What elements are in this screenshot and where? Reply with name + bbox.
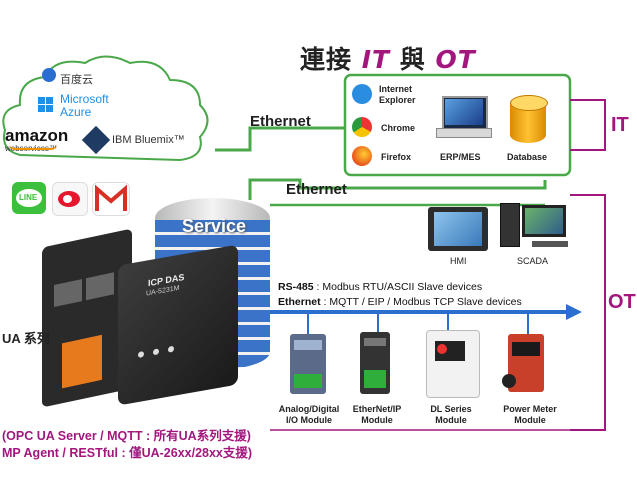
ie-icon bbox=[352, 84, 372, 104]
module-label-ethernet-ip: EtherNet/IP Module bbox=[346, 404, 408, 426]
amazon-smile-icon bbox=[9, 144, 57, 150]
rs485-protocol-line: RS-485 : Modbus RTU/ASCII Slave devices bbox=[278, 281, 482, 293]
cloud-shape bbox=[2, 55, 209, 162]
ethernet-protocol-text: : MQTT / EIP / Modbus TCP Slave devices bbox=[323, 296, 522, 308]
scada-workstation-icon bbox=[500, 203, 575, 253]
module-label-line2: Module bbox=[361, 415, 393, 425]
module-label-dl-series: DL Series Module bbox=[420, 404, 482, 426]
title-ot: OT bbox=[435, 45, 476, 74]
azure-label: Azure bbox=[60, 105, 92, 119]
gmail-icon bbox=[92, 182, 130, 216]
baidu-icon bbox=[42, 68, 56, 82]
amazon-label: amazon bbox=[5, 126, 69, 145]
module-label-line2: I/O Module bbox=[286, 415, 332, 425]
erp-mes-label: ERP/MES bbox=[440, 152, 481, 162]
weibo-icon bbox=[52, 182, 88, 216]
line-icon: LINE bbox=[12, 182, 46, 214]
ot-side-label: OT bbox=[608, 291, 636, 313]
ethernet-protocol-label: Ethernet bbox=[278, 296, 321, 308]
footer-line-2: MP Agent / RESTful : 僅UA-26xx/28xx支援) bbox=[2, 446, 253, 460]
rs485-label: RS-485 bbox=[278, 281, 314, 293]
amazon-web-services-logo: amazon webservices™ bbox=[5, 126, 69, 153]
it-side-label: IT bbox=[611, 114, 629, 136]
ethernet-label-top: Ethernet bbox=[250, 113, 311, 130]
power-meter-module-icon bbox=[502, 334, 544, 392]
module-label-analog-digital: Analog/Digital I/O Module bbox=[274, 404, 344, 426]
module-label-line1: DL Series bbox=[430, 404, 472, 414]
browser-label-firefox: Firefox bbox=[381, 152, 412, 162]
analog-digital-io-module-icon bbox=[290, 334, 326, 394]
ibm-label: IBM Bluemix™ bbox=[112, 134, 185, 146]
module-label-line2: Module bbox=[514, 415, 546, 425]
dl-series-module-icon bbox=[426, 330, 480, 398]
title-mid: 與 bbox=[390, 45, 436, 74]
module-label-line1: Analog/Digital bbox=[278, 404, 340, 414]
scada-label: SCADA bbox=[517, 256, 549, 266]
title-prefix: 連接 bbox=[300, 45, 362, 74]
rs485-text: : Modbus RTU/ASCII Slave devices bbox=[316, 281, 483, 293]
hmi-label: HMI bbox=[450, 256, 467, 266]
footer-line-1: (OPC UA Server / MQTT : 所有UA系列支援) bbox=[2, 429, 251, 443]
page-title: 連接 IT 與 OT bbox=[300, 40, 476, 76]
module-label-line1: EtherNet/IP bbox=[352, 404, 402, 414]
firefox-icon bbox=[352, 146, 372, 166]
line-text: LINE bbox=[19, 193, 38, 202]
baidu-logo: 百度云 bbox=[42, 68, 93, 88]
erp-mes-computer-icon bbox=[436, 96, 492, 138]
browser-label-ie: Internet Explorer bbox=[379, 84, 416, 105]
database-icon bbox=[510, 95, 548, 143]
module-label-power-meter: Power Meter Module bbox=[498, 404, 562, 426]
windows-icon bbox=[38, 97, 54, 113]
database-label: Database bbox=[507, 152, 548, 162]
ethernet-protocol-line: Ethernet : MQTT / EIP / Modbus TCP Slave… bbox=[278, 296, 522, 308]
module-label-line1: Power Meter bbox=[503, 404, 557, 414]
baidu-label: 百度云 bbox=[60, 74, 93, 86]
ua-series-label: UA 系列 bbox=[2, 331, 50, 346]
service-label: Service bbox=[182, 216, 247, 236]
title-it: IT bbox=[361, 45, 391, 74]
chrome-icon bbox=[352, 117, 372, 137]
hmi-panel-icon bbox=[428, 207, 488, 251]
browser-label-chrome: Chrome bbox=[381, 123, 416, 133]
ethernet-ip-module-icon bbox=[360, 332, 390, 394]
microsoft-label: Microsoft bbox=[60, 92, 109, 106]
gateway-device-front: ICP DAS UA-5231M bbox=[118, 244, 238, 406]
ethernet-label-middle: Ethernet bbox=[286, 181, 347, 198]
module-label-line2: Module bbox=[435, 415, 467, 425]
